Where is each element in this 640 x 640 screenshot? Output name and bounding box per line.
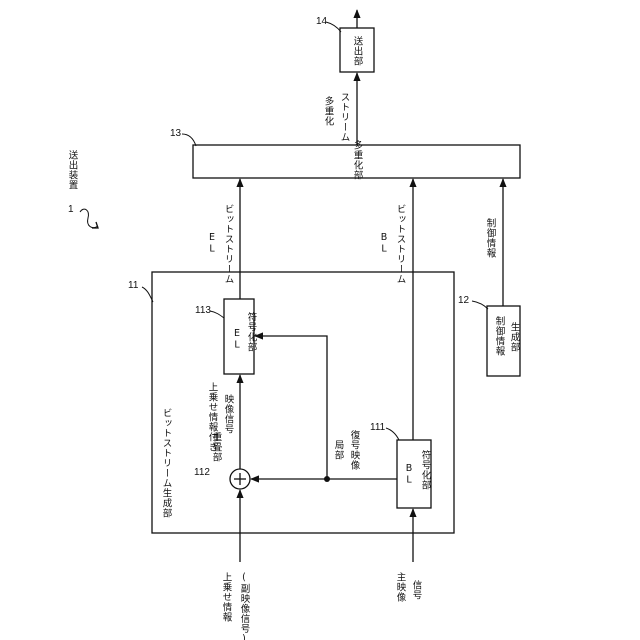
el-stream-label-1: EL [207, 232, 218, 255]
stream-gen-ref: 11 [128, 280, 139, 291]
overlay-input-label-2: (副映像信号) [239, 572, 251, 640]
control-gen-ref: 12 [458, 295, 470, 306]
superimposer-ref: 112 [194, 467, 210, 478]
muxed-stream-label-1: 多重化 [323, 95, 335, 126]
multiplexer-ref: 13 [170, 128, 182, 139]
sender-label: 送出部 [352, 35, 364, 66]
multiplexer-label: 多重化部 [352, 139, 364, 180]
el-encoder-line2: 符号化部 [246, 311, 258, 352]
bl-encoder-line2: 符号化部 [420, 449, 432, 490]
overlay-video-label-1: 上乗せ情報付き [207, 382, 219, 452]
main-input-label-1: 主映像 [395, 571, 407, 602]
local-decoded-label-2: 復号映像 [349, 429, 361, 470]
bl-encoder-line1: BL [404, 463, 415, 486]
el-encoder-line1: EL [232, 328, 243, 351]
stream-gen-label: ビットストリーム生成部 [161, 408, 173, 518]
main-input-label-2: 信号 [411, 579, 423, 600]
control-gen-line2: 生成部 [509, 321, 521, 352]
el-encoder-ref: 113 [195, 305, 211, 316]
sender-leader [326, 22, 341, 32]
overlay-video-label-2: 映像信号 [223, 393, 235, 434]
el-stream-label-2: ビットストリーム [223, 204, 235, 284]
device-leader [80, 209, 98, 227]
bl-stream-label-2: ビットストリーム [395, 204, 407, 284]
overlay-input-label-1: 上乗せ情報 [221, 572, 233, 622]
muxed-stream-label-2: ストリーム [339, 92, 351, 142]
device-name: 送出装置 [67, 149, 79, 190]
local-decoded-label-1: 局部 [333, 440, 345, 460]
sender-ref: 14 [316, 16, 328, 27]
device-ref: 1 [68, 204, 74, 215]
control-gen-leader [472, 301, 488, 309]
multiplexer-leader [182, 134, 196, 146]
control-info-label: 制御情報 [485, 217, 497, 258]
control-gen-line1: 制御情報 [494, 315, 506, 356]
bl-encoder-ref: 111 [370, 422, 386, 433]
bl-stream-label-1: BL [379, 232, 390, 255]
